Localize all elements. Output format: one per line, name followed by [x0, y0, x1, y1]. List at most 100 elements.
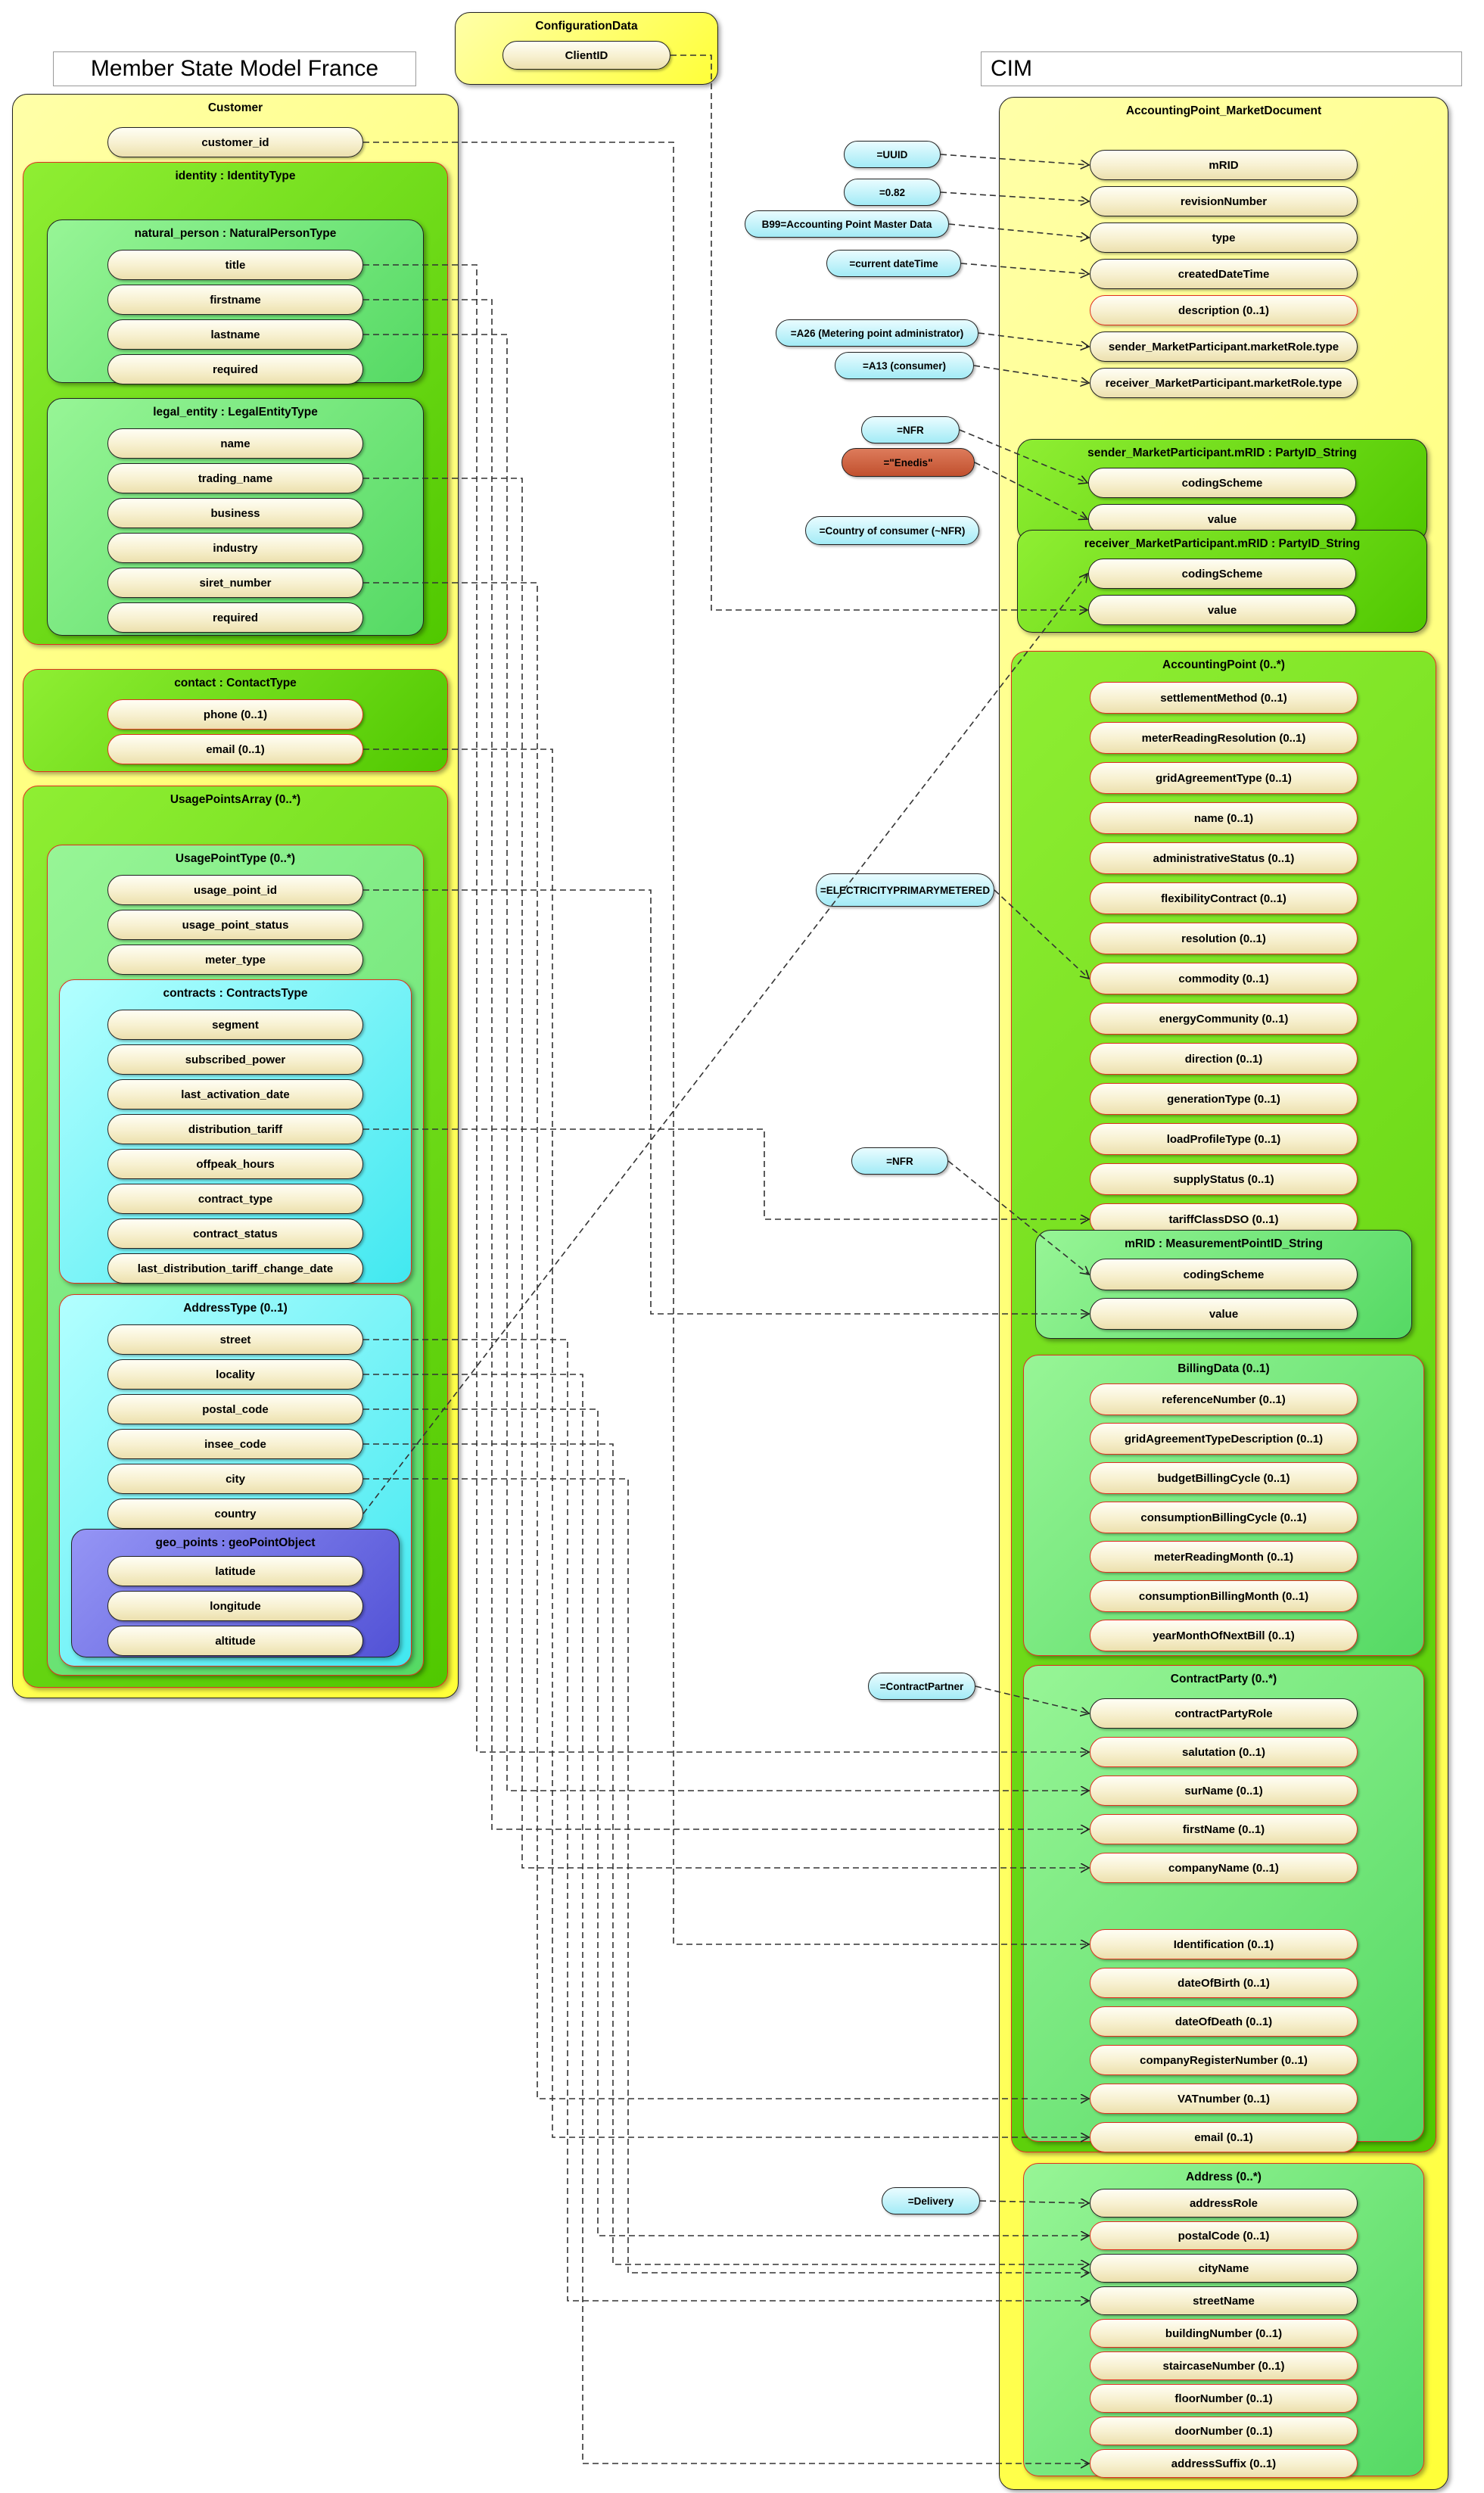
connector-insee_code-to-cityname: [363, 1443, 1089, 2264]
vatnumber-pill: VATnumber (0..1): [1090, 2084, 1358, 2114]
legal-entity-label: legal_entity : LegalEntityType: [153, 406, 318, 419]
accounting-point-fields: settlementMethod (0..1)meterReadingResol…: [1012, 672, 1436, 1235]
contract-party-label: ContractParty (0..*): [1170, 1673, 1277, 1685]
currentdt-annotation: =current dateTime: [826, 250, 961, 277]
loadprofiletype-pill: loadProfileType (0..1): [1090, 1123, 1358, 1155]
commodity-pill: commodity (0..1): [1090, 963, 1358, 994]
connector-firstname-to-firstname_cp: [363, 299, 1089, 1829]
salutation-pill: salutation (0..1): [1090, 1737, 1358, 1767]
gridagreementtype-pill: gridAgreementType (0..1): [1090, 762, 1358, 794]
subscribed-power-pill: subscribed_power: [107, 1044, 363, 1075]
m-codingscheme-pill: codingScheme: [1090, 1259, 1358, 1290]
phone-pill: phone (0..1): [107, 699, 363, 730]
usage-point-type-label: UsagePointType (0..*): [175, 852, 296, 865]
staircasenumber-pill: staircaseNumber (0..1): [1090, 2351, 1358, 2380]
billing-data-label: BillingData (0..1): [1178, 1362, 1270, 1375]
b082-annotation: =0.82: [844, 179, 941, 206]
connector-lastname-to-surname_cp: [363, 334, 1089, 1791]
contact-fields: phone (0..1) email (0..1): [23, 690, 447, 764]
email-cp-pill: email (0..1): [1090, 2122, 1358, 2152]
budgetbillingcycle-pill: budgetBillingCycle (0..1): [1090, 1462, 1358, 1494]
receiver-party-label: receiver_MarketParticipant.mRID : PartyI…: [1084, 537, 1361, 550]
street-pill: street: [107, 1324, 363, 1355]
accounting-point-market-document-label: AccountingPoint_MarketDocument: [1125, 104, 1322, 117]
cim-title-text: CIM: [991, 56, 1032, 81]
sender-codingscheme-pill: codingScheme: [1088, 468, 1356, 498]
locality-pill: locality: [107, 1359, 363, 1390]
longitude-pill: longitude: [107, 1591, 363, 1621]
a13-annotation: =A13 (consumer): [835, 352, 974, 379]
address-label: Address (0..*): [1186, 2171, 1262, 2183]
contractpartner-annotation: =ContractPartner: [868, 1673, 975, 1700]
connector-title-to-salutation: [363, 264, 1089, 1752]
postalcode-cim-pill: postalCode (0..1): [1090, 2221, 1358, 2250]
distribution-tariff-pill: distribution_tariff: [107, 1114, 363, 1144]
sender-party-box: sender_MarketParticipant.mRID : PartyID_…: [1017, 439, 1427, 542]
companyname-cp-pill: companyName (0..1): [1090, 1853, 1358, 1883]
connector-street-to-streetname: [363, 1339, 1089, 2301]
streetname-pill: streetName: [1090, 2286, 1358, 2315]
doc-type-pill: type: [1090, 223, 1358, 253]
measurement-mrid-box: mRID : MeasurementPointID_String codingS…: [1035, 1230, 1412, 1339]
dateofbirth-pill: dateOfBirth (0..1): [1090, 1968, 1358, 1998]
lastname-pill: lastname: [107, 319, 363, 350]
dateofdeath-pill: dateOfDeath (0..1): [1090, 2006, 1358, 2037]
consumptionbillingmonth-pill: consumptionBillingMonth (0..1): [1090, 1580, 1358, 1612]
last-activation-date-pill: last_activation_date: [107, 1079, 363, 1110]
measurement-mrid-label: mRID : MeasurementPointID_String: [1125, 1237, 1323, 1250]
addresssuffix-pill: addressSuffix (0..1): [1090, 2449, 1358, 2478]
firstname-pill: firstname: [107, 285, 363, 315]
postal-code-pill: postal_code: [107, 1394, 363, 1424]
latitude-pill: latitude: [107, 1556, 363, 1586]
country-annotation: =Country of consumer (~NFR): [805, 516, 979, 545]
configuration-data-fields: ClientID: [456, 33, 717, 70]
business-pill: business: [107, 498, 363, 528]
gridagreementtypedescription-pill: gridAgreementTypeDescription (0..1): [1090, 1423, 1358, 1455]
customer-fields: customer_id: [13, 115, 458, 157]
energycommunity-pill: energyCommunity (0..1): [1090, 1003, 1358, 1035]
natural-person-label: natural_person : NaturalPersonType: [134, 227, 337, 240]
contact-label: contact : ContactType: [174, 677, 297, 689]
usage-points-array-label: UsagePointsArray (0..*): [170, 793, 301, 806]
sender-role-pill: sender_MarketParticipant.marketRole.type: [1090, 331, 1358, 362]
member-state-title: Member State Model France: [53, 51, 416, 86]
connector-country-to-receiver_codingscheme: [362, 574, 1087, 1514]
delivery-annotation: =Delivery: [882, 2187, 980, 2214]
uuid-annotation: =UUID: [844, 141, 941, 168]
address-type-label: AddressType (0..1): [183, 1302, 288, 1315]
buildingnumber-pill: buildingNumber (0..1): [1090, 2319, 1358, 2348]
connector-city-to-cityname: [363, 1478, 1089, 2273]
supplystatus-pill: supplyStatus (0..1): [1090, 1163, 1358, 1195]
natural-person-box: natural_person : NaturalPersonType title…: [47, 219, 424, 384]
usage-point-id-pill: usage_point_id: [107, 875, 363, 905]
altitude-pill: altitude: [107, 1626, 363, 1656]
contracts-label: contracts : ContractsType: [163, 987, 308, 1000]
sender-party-label: sender_MarketParticipant.mRID : PartyID_…: [1087, 447, 1357, 459]
consumptionbillingcycle-pill: consumptionBillingCycle (0..1): [1090, 1502, 1358, 1533]
contract-status-pill: contract_status: [107, 1218, 363, 1249]
email-contact-pill: email (0..1): [107, 734, 363, 764]
floornumber-pill: floorNumber (0..1): [1090, 2384, 1358, 2413]
nfr1-annotation: =NFR: [861, 416, 960, 444]
createddatetime-pill: createdDateTime: [1090, 259, 1358, 289]
administrativestatus-pill: administrativeStatus (0..1): [1090, 842, 1358, 874]
customer-label: Customer: [207, 101, 263, 114]
generationtype-pill: generationType (0..1): [1090, 1083, 1358, 1115]
electricity-annotation: =ELECTRICITYPRIMARYMETERED: [816, 873, 994, 907]
required-np-pill: required: [107, 354, 363, 384]
surname-cp-pill: surName (0..1): [1090, 1776, 1358, 1806]
connector-trading_name-to-companyname_cp: [363, 478, 1089, 1868]
connector-customer_id-to-identification: [363, 142, 1089, 1944]
billing-data-fields: referenceNumber (0..1)gridAgreementTypeD…: [1024, 1383, 1423, 1651]
revisionnumber-pill: revisionNumber: [1090, 186, 1358, 216]
